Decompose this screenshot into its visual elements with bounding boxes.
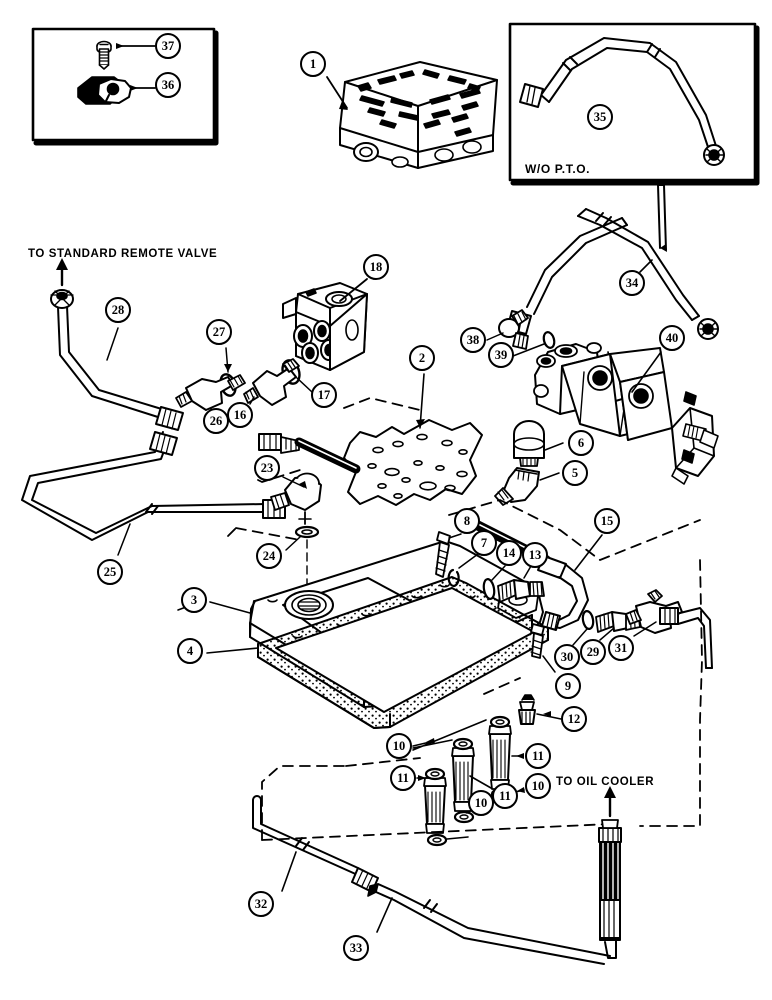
elbow-fitting-5 <box>494 467 560 506</box>
callout-35[interactable]: 35 <box>587 104 613 130</box>
tube-28 <box>50 258 184 431</box>
o-ring-39 <box>512 331 556 357</box>
callout-2[interactable]: 2 <box>409 345 435 371</box>
callout-28[interactable]: 28 <box>105 297 131 323</box>
callout-10-b[interactable]: 10 <box>525 773 551 799</box>
callout-33[interactable]: 33 <box>343 935 369 961</box>
tee-fitting-26 <box>175 374 246 422</box>
bolt-9 <box>530 623 556 673</box>
gasket-plate-2 <box>343 373 483 506</box>
filter-cap-6 <box>513 420 564 467</box>
callout-12[interactable]: 12 <box>561 706 587 732</box>
callout-24[interactable]: 24 <box>256 543 282 569</box>
callout-13[interactable]: 13 <box>522 542 548 568</box>
oil-cooler-arrow <box>604 786 616 818</box>
callout-4[interactable]: 4 <box>177 638 203 664</box>
callout-40[interactable]: 40 <box>659 325 685 351</box>
callout-37[interactable]: 37 <box>155 33 181 59</box>
callout-31[interactable]: 31 <box>608 635 634 661</box>
fitting-38 <box>486 309 529 350</box>
o-ring-10-f <box>426 833 469 847</box>
callout-8[interactable]: 8 <box>454 508 480 534</box>
label-to-oil-cooler: TO OIL COOLER <box>556 776 655 788</box>
o-ring-10-c <box>452 737 474 751</box>
manifold-block-18 <box>282 278 368 371</box>
callout-11-c[interactable]: 11 <box>492 783 518 809</box>
valve-body-1 <box>326 61 498 169</box>
o-ring-14 <box>482 565 506 600</box>
screw-37 <box>96 40 112 70</box>
callout-6[interactable]: 6 <box>568 430 594 456</box>
callout-16[interactable]: 16 <box>227 402 253 428</box>
tube-32 <box>252 795 379 893</box>
clamp-inset-box <box>31 27 219 146</box>
callout-10-c[interactable]: 10 <box>468 790 494 816</box>
plug-12 <box>518 694 562 725</box>
label-to-standard-remote-valve: TO STANDARD REMOTE VALVE <box>28 248 218 260</box>
elbow-fitting-23 <box>270 472 322 525</box>
callout-23[interactable]: 23 <box>254 455 280 481</box>
callout-10-a[interactable]: 10 <box>386 733 412 759</box>
hydraulic-pump-40 <box>533 342 719 485</box>
callout-27[interactable]: 27 <box>206 319 232 345</box>
bolt-8 <box>435 531 462 578</box>
elbow-fitting-16 <box>243 358 300 406</box>
callout-36[interactable]: 36 <box>155 72 181 98</box>
hose-left <box>258 433 361 474</box>
label-w-o-pto: W/O P.T.O. <box>525 162 591 176</box>
angle-tube-right <box>659 607 713 669</box>
callout-25[interactable]: 25 <box>97 559 123 585</box>
callout-9[interactable]: 9 <box>555 673 581 699</box>
washer-7 <box>447 553 479 587</box>
callout-18[interactable]: 18 <box>363 254 389 280</box>
callout-39[interactable]: 39 <box>488 342 514 368</box>
o-ring-24 <box>285 525 320 601</box>
tube-34 <box>506 184 719 340</box>
o-ring-10-a <box>489 715 511 729</box>
callout-32[interactable]: 32 <box>248 891 274 917</box>
leaders-10 <box>412 719 487 751</box>
connector-13 <box>497 565 545 603</box>
o-ring-10-e <box>424 767 446 781</box>
clamp-36 <box>77 76 132 105</box>
callout-5[interactable]: 5 <box>562 460 588 486</box>
callout-29[interactable]: 29 <box>580 639 606 665</box>
sleeve-11-c <box>416 775 447 834</box>
callout-26[interactable]: 26 <box>203 408 229 434</box>
callout-3[interactable]: 3 <box>181 587 207 613</box>
wo-pto-inset-box <box>508 22 760 186</box>
callout-17[interactable]: 17 <box>311 382 337 408</box>
callout-14[interactable]: 14 <box>496 540 522 566</box>
callout-1[interactable]: 1 <box>300 51 326 77</box>
callout-11-a[interactable]: 11 <box>525 743 551 769</box>
sleeve-11-a <box>488 725 524 790</box>
o-ring-30 <box>572 609 595 646</box>
callout-30[interactable]: 30 <box>554 644 580 670</box>
tube-35 <box>519 37 725 166</box>
callout-34[interactable]: 34 <box>619 270 645 296</box>
tube-25 <box>21 431 286 556</box>
tube-33 <box>367 819 622 965</box>
callout-15[interactable]: 15 <box>594 508 620 534</box>
callout-11-b[interactable]: 11 <box>390 765 416 791</box>
callout-7[interactable]: 7 <box>471 530 497 556</box>
callout-38[interactable]: 38 <box>460 327 486 353</box>
